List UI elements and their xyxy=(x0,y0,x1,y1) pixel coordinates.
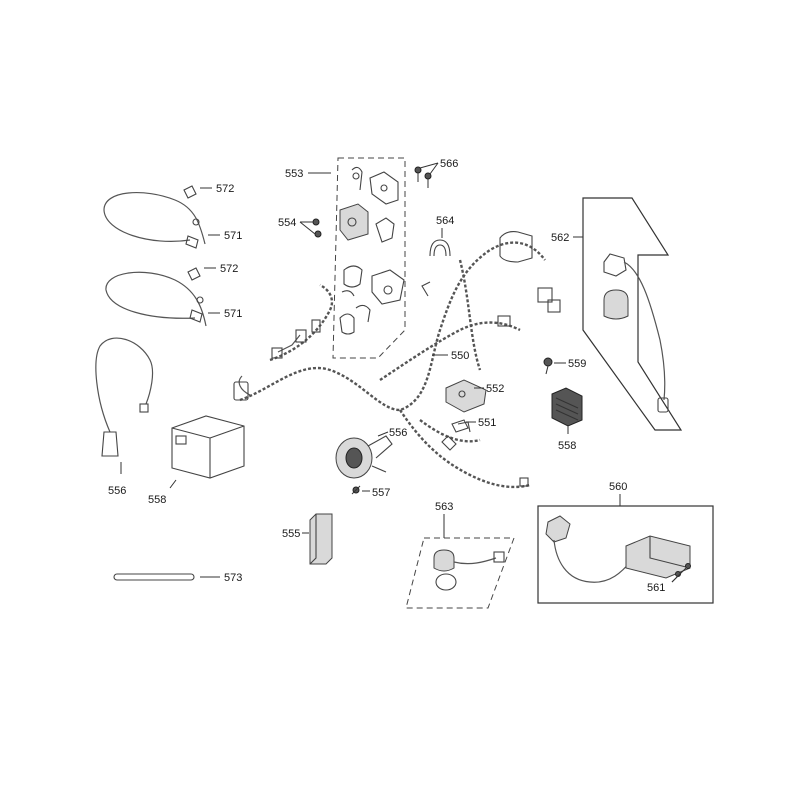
callout-564: 564 xyxy=(436,215,454,238)
callout-572b-label: 572 xyxy=(220,263,238,275)
callout-555-label: 555 xyxy=(282,528,300,540)
part-564-clamp xyxy=(429,239,451,257)
callout-570-label: 558 xyxy=(148,494,166,506)
callout-561-label: 561 xyxy=(647,582,665,594)
callout-563: 563 xyxy=(435,501,453,538)
callout-552: 552 xyxy=(474,383,504,395)
callout-566-label: 566 xyxy=(440,158,458,170)
callout-571a-label: 571 xyxy=(224,230,242,242)
callout-555: 555 xyxy=(282,528,309,540)
callout-554: 554 xyxy=(278,217,296,229)
part-555-relay xyxy=(309,513,333,565)
callout-562-label: 562 xyxy=(551,232,569,244)
part-558-regulator xyxy=(551,387,583,427)
callout-559: 559 xyxy=(554,358,586,370)
callout-557: 557 xyxy=(362,487,390,499)
callout-571b: 571 xyxy=(208,308,242,320)
part-569-cable xyxy=(95,337,154,457)
part-562-sensor-panel xyxy=(582,197,683,431)
callout-561: 561 xyxy=(647,582,665,594)
callout-556: 570 551 551 556 xyxy=(377,427,407,439)
callout-559-label: 559 xyxy=(568,358,586,370)
callout-550-label: 550 xyxy=(451,350,469,362)
callout-572a: 572 xyxy=(200,183,234,195)
callout-564-label: 564 xyxy=(436,215,454,227)
callout-556-number: 556 xyxy=(389,427,407,439)
part-559-screw xyxy=(543,357,553,375)
callout-572b: 572 xyxy=(204,263,238,275)
callout-560: 560 xyxy=(609,481,627,506)
callout-563-label: 563 xyxy=(435,501,453,513)
callout-558-label: 558 xyxy=(558,440,576,452)
part-571-cable-lower xyxy=(105,271,207,327)
part-560-ignition-coil xyxy=(537,505,714,604)
callout-553-label: 553 xyxy=(285,168,303,180)
part-556-horn xyxy=(335,435,393,479)
callout-552-label: 552 xyxy=(486,383,504,395)
callout-560-label: 560 xyxy=(609,481,627,493)
callout-573-label: 573 xyxy=(224,572,242,584)
part-551-fuse xyxy=(451,419,469,433)
callout-557-label: 557 xyxy=(372,487,390,499)
part-552-bracket xyxy=(445,379,487,413)
part-571-cable-upper xyxy=(103,191,206,249)
part-557-bolt xyxy=(351,485,361,495)
callout-558: 558 xyxy=(558,426,576,452)
part-550-wiring-harness xyxy=(233,231,561,489)
callout-553: 553 xyxy=(285,168,331,180)
callout-572a-label: 572 xyxy=(216,183,234,195)
part-570-control-unit xyxy=(171,415,245,479)
callout-569: 556 xyxy=(108,462,126,497)
callout-551: 551 xyxy=(466,417,496,429)
callout-550: 550 xyxy=(432,350,469,362)
part-563-switch xyxy=(405,537,515,609)
callout-569-label: 556 xyxy=(108,485,126,497)
part-553-lock-set xyxy=(332,157,406,359)
callout-571b-label: 571 xyxy=(224,308,242,320)
callout-562: 562 xyxy=(551,232,583,244)
callout-570: 558 xyxy=(148,479,177,506)
callout-573: 573 xyxy=(200,572,242,584)
part-554-bolts xyxy=(299,218,322,238)
callout-551-label: 551 xyxy=(478,417,496,429)
callout-571a: 571 xyxy=(208,230,242,242)
part-566-screws xyxy=(414,162,439,188)
part-573-rod xyxy=(113,573,195,581)
part-572-terminal-lower xyxy=(187,267,201,281)
callout-566: 566 xyxy=(440,158,458,170)
part-572-terminal-upper xyxy=(183,185,197,199)
callout-554-label: 554 xyxy=(278,217,296,229)
part-561-screws xyxy=(671,563,691,583)
